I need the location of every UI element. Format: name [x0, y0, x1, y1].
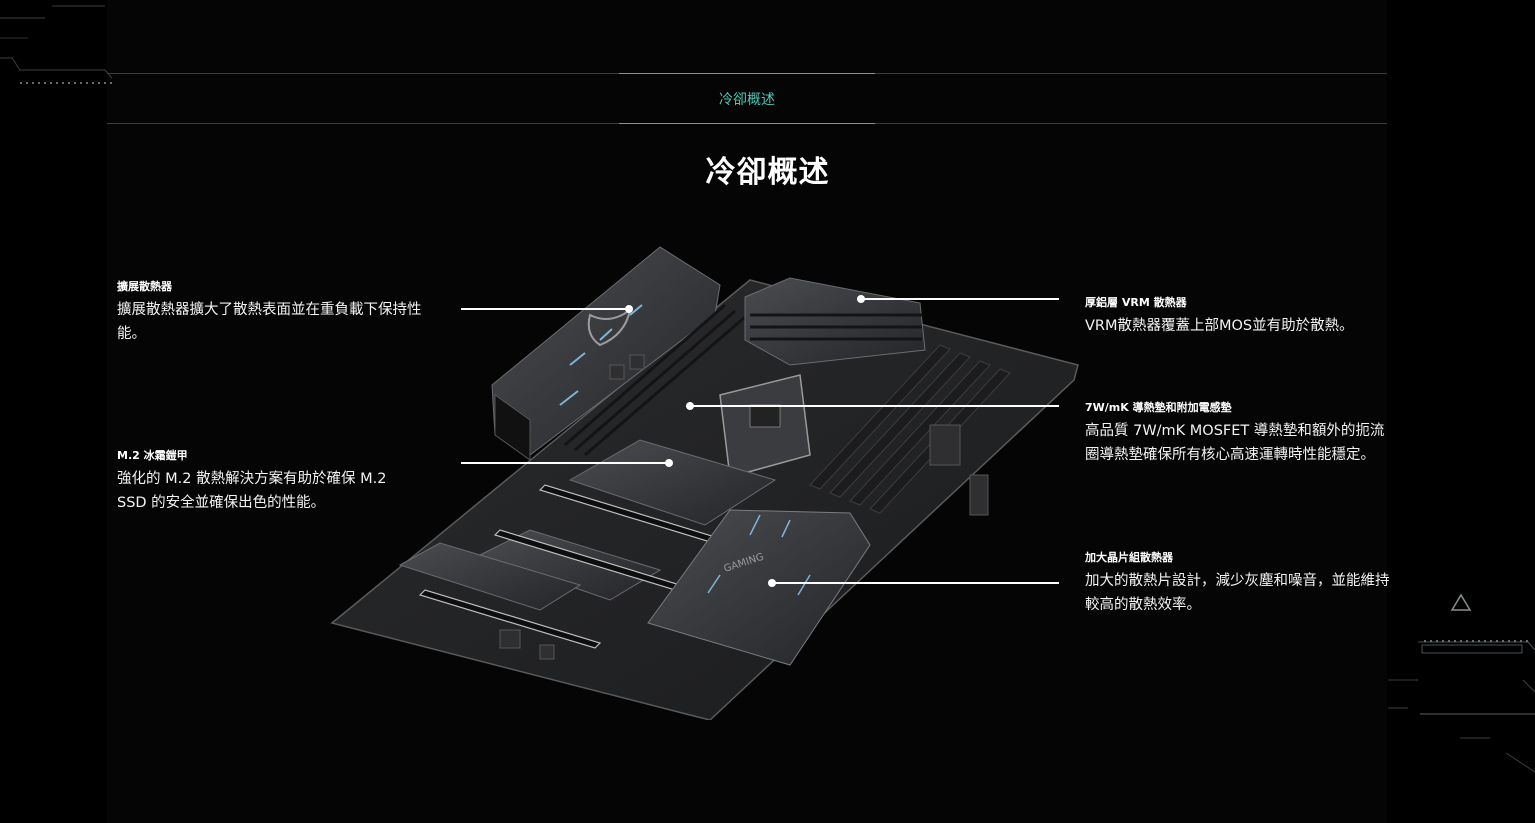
- back-to-top-button[interactable]: [1448, 592, 1474, 614]
- feature-description: 加大的散熱片設計，減少灰塵和噪音，並能維持較高的散熱效率。: [1085, 573, 1390, 613]
- feature-thermal-pad: 7W/mK 導熱墊和附加電感墊 高品質 7W/mK MOSFET 導熱墊和額外的…: [1085, 399, 1395, 467]
- callout-line-extended-heatsink: [461, 308, 629, 310]
- right-circuit-decoration: [1388, 641, 1535, 773]
- feature-title: 厚鋁層 VRM 散熱器: [1085, 296, 1187, 309]
- feature-description: 高品質 7W/mK MOSFET 導熱墊和額外的扼流圈導熱墊確保所有核心高速運轉…: [1085, 423, 1385, 463]
- page-title: 冷卻概述: [705, 155, 830, 190]
- feature-description: 擴展散熱器擴大了散熱表面並在重負載下保持性能。: [117, 302, 422, 342]
- callout-dot-extended-heatsink: [625, 305, 633, 313]
- tab-cooling-overview-label: 冷卻概述: [719, 91, 775, 108]
- feature-title: 7W/mK 導熱墊和附加電感墊: [1085, 401, 1232, 414]
- left-dot-row: [18, 82, 114, 84]
- feature-m2-frozr-armor: M.2 冰霜鎧甲 強化的 M.2 散熱解決方案有助於確保 M.2 SSD 的安全…: [117, 447, 417, 515]
- feature-chipset-heatsink: 加大晶片組散熱器 加大的散熱片設計，減少灰塵和噪音，並能維持較高的散熱效率。: [1085, 549, 1395, 617]
- callout-line-m2-armor: [461, 462, 669, 464]
- feature-description: VRM散熱器覆蓋上部MOS並有助於散熱。: [1085, 318, 1354, 334]
- callout-line-thermal-pad: [690, 405, 1059, 407]
- feature-title: 加大晶片組散熱器: [1085, 551, 1173, 564]
- callout-dot-thermal-pad: [686, 402, 694, 410]
- callout-dot-m2-armor: [665, 459, 673, 467]
- feature-vrm-heatsink: 厚鋁層 VRM 散熱器 VRM散熱器覆蓋上部MOS並有助於散熱。: [1085, 294, 1395, 338]
- feature-description: 強化的 M.2 散熱解決方案有助於確保 M.2 SSD 的安全並確保出色的性能。: [117, 471, 387, 511]
- feature-title: 擴展散熱器: [117, 280, 172, 293]
- callout-dot-chipset-heatsink: [768, 579, 776, 587]
- right-dot-row: [1422, 640, 1530, 642]
- feature-extended-heatsink: 擴展散熱器 擴展散熱器擴大了散熱表面並在重負載下保持性能。: [117, 278, 432, 346]
- triangle-up-icon: [1450, 593, 1472, 611]
- feature-title: M.2 冰霜鎧甲: [117, 449, 188, 462]
- callout-line-chipset-heatsink: [772, 582, 1059, 584]
- tab-cooling-overview[interactable]: 冷卻概述: [619, 73, 875, 124]
- callout-dot-vrm-heatsink: [857, 295, 865, 303]
- motherboard-image: GAMING: [330, 246, 1079, 720]
- callout-line-vrm-heatsink: [861, 298, 1059, 300]
- left-circuit-decoration: [0, 5, 113, 79]
- section-tab-bar: 冷卻概述: [107, 73, 1387, 124]
